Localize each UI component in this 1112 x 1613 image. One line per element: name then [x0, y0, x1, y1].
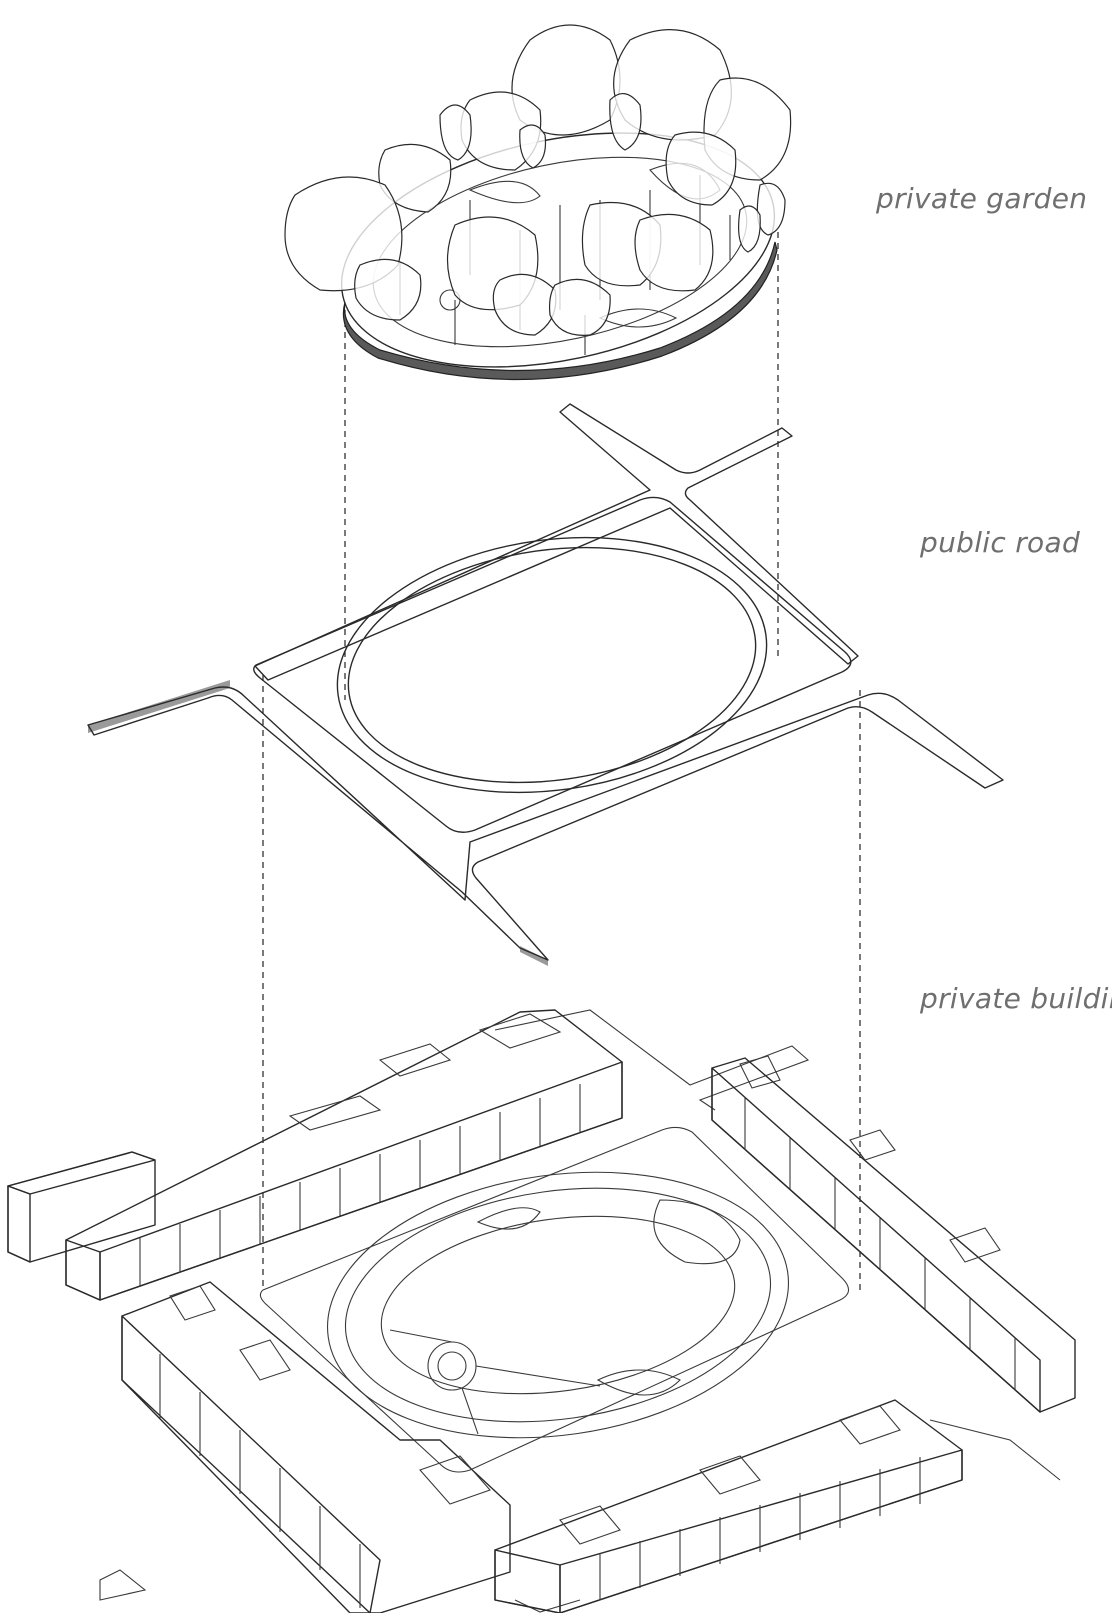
projection-lines — [262, 232, 861, 1290]
tree-canopy — [519, 124, 547, 169]
tree-canopy — [634, 213, 714, 292]
building-block-south-east — [494, 1399, 963, 1613]
tree-canopy — [439, 104, 472, 161]
building-layer — [7, 1009, 1076, 1613]
tree-canopy — [354, 258, 422, 321]
road-oval-inner — [347, 546, 757, 784]
tree-canopy — [665, 131, 737, 206]
tree-canopy — [378, 143, 452, 213]
tree-canopies — [284, 24, 792, 336]
building-block-south-west — [121, 1281, 511, 1613]
building-block-north-west — [7, 1009, 623, 1301]
tree-canopy — [492, 273, 557, 336]
tree-canopy — [756, 182, 786, 236]
tree-canopy — [609, 93, 642, 151]
road-network — [87, 403, 1004, 966]
building-street-outline — [99, 1009, 1061, 1613]
road-oval-ring — [336, 536, 768, 794]
garden-layer — [284, 24, 792, 381]
garden-layer-label: private garden — [876, 182, 1088, 215]
tree-canopy — [548, 278, 611, 336]
tree-canopy — [738, 205, 761, 253]
road-layer — [87, 403, 1004, 966]
garden-slab-edge — [342, 241, 778, 381]
park-plan — [259, 1126, 850, 1473]
building-layer-label: private building — [920, 982, 1112, 1015]
building-block-north-east — [711, 1055, 1076, 1413]
road-central-block — [253, 496, 852, 833]
road-layer-label: public road — [920, 526, 1081, 559]
